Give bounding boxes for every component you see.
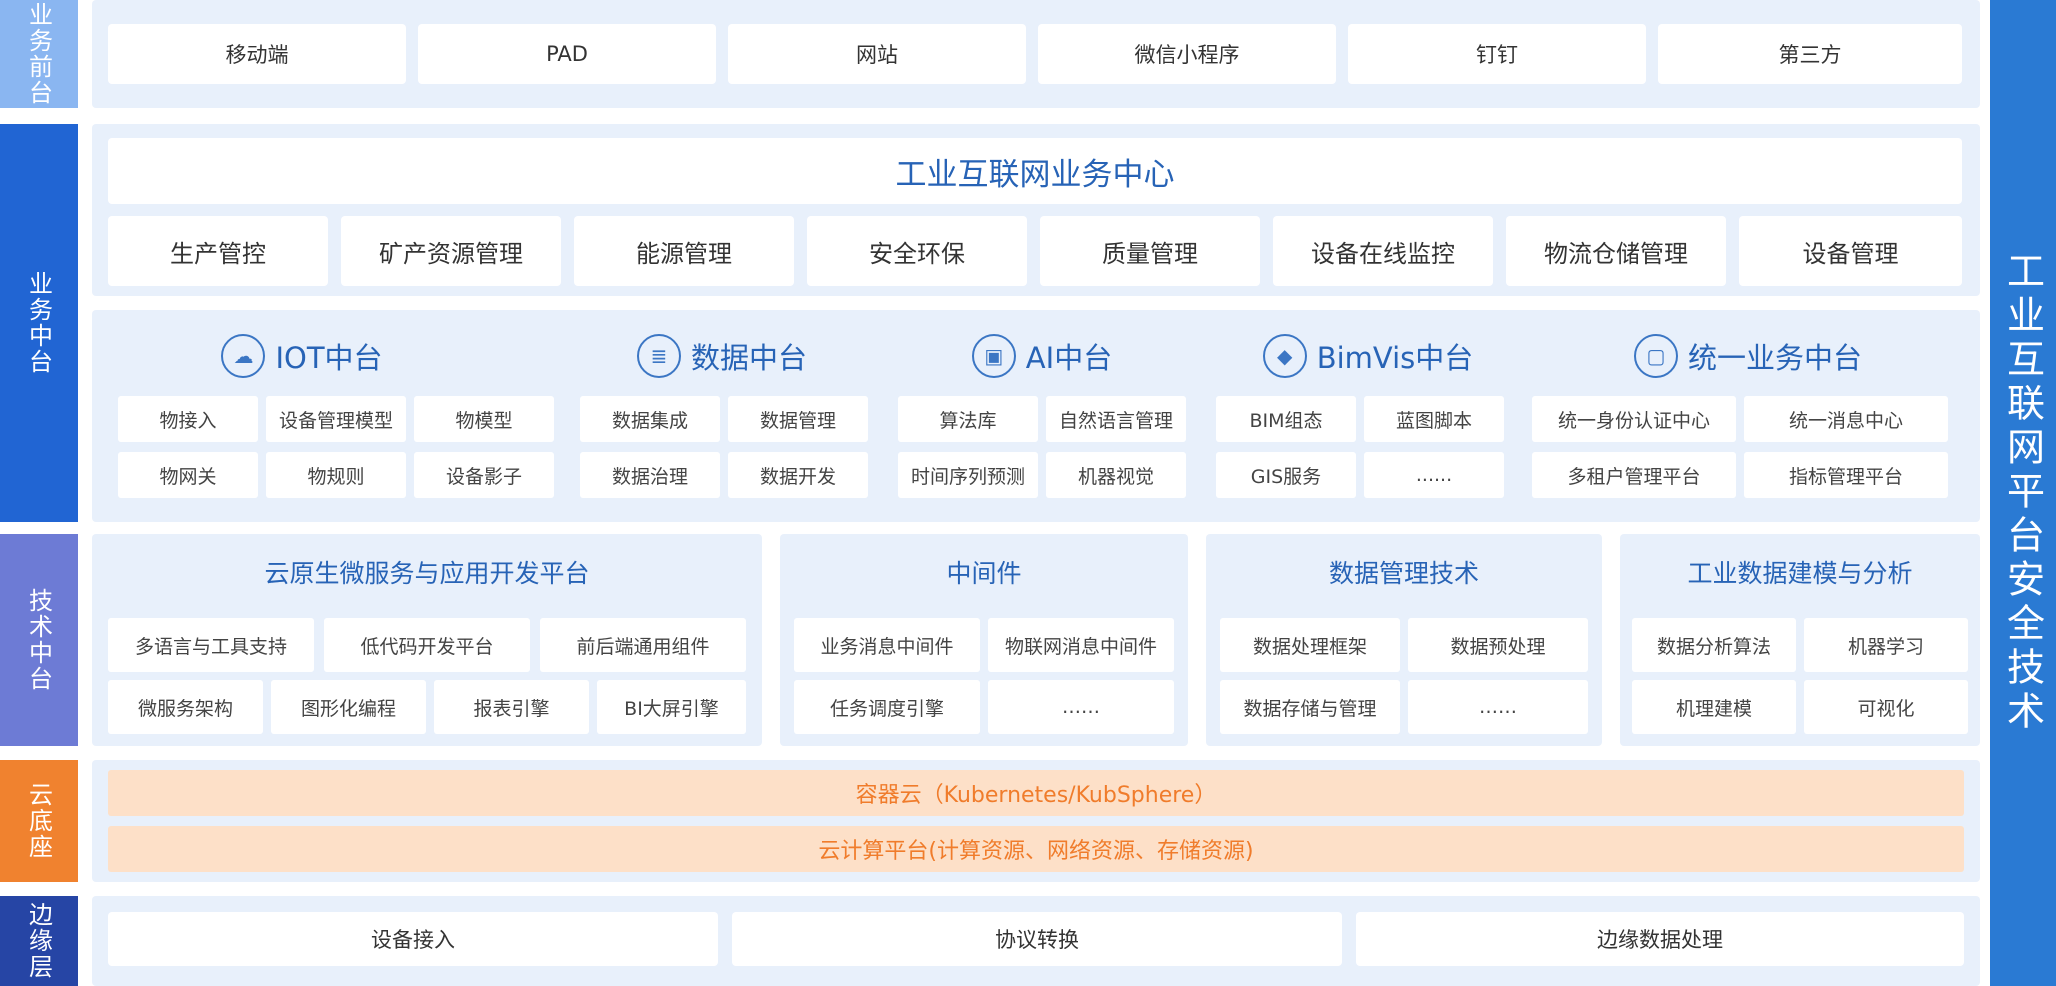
tech-cell: 图形化编程 <box>271 680 426 734</box>
platform-title: IOT中台 <box>275 341 383 375</box>
platform-cell: 算法库 <box>898 396 1038 442</box>
tech-cell: 可视化 <box>1804 680 1968 734</box>
platform-cell: 多租户管理平台 <box>1532 452 1736 498</box>
layer-label-middle: 业务中台 <box>0 124 78 522</box>
platform-title: BimVis中台 <box>1316 341 1474 375</box>
layer-label-cloud: 云底座 <box>0 760 78 882</box>
platform-title: AI中台 <box>1025 341 1113 375</box>
platform-cell: 数据管理 <box>728 396 868 442</box>
tech-section-modeling: 工业数据建模与分析 数据分析算法 机器学习 机理建模 可视化 <box>1620 534 1980 746</box>
tech-cell: 报表引擎 <box>434 680 589 734</box>
cube-icon: ◆ <box>1262 334 1307 378</box>
biz-item: 能源管理 <box>574 216 794 286</box>
layer-label-tech: 技术中台 <box>0 534 78 746</box>
tech-cell: 多语言与工具支持 <box>108 618 314 672</box>
edge-item: 边缘数据处理 <box>1356 912 1964 966</box>
layer-label-front: 业务前台 <box>0 0 78 108</box>
tech-cell: 任务调度引擎 <box>794 680 980 734</box>
front-item: 钉钉 <box>1348 24 1646 84</box>
platform-header-unified: ▢ 统一业务中台 <box>1532 332 1964 380</box>
tech-cell: …… <box>988 680 1174 734</box>
biz-item: 质量管理 <box>1040 216 1260 286</box>
front-item: PAD <box>418 24 716 84</box>
biz-item: 物流仓储管理 <box>1506 216 1726 286</box>
tech-cell: 微服务架构 <box>108 680 263 734</box>
platform-cell: 自然语言管理 <box>1046 396 1186 442</box>
tech-cell: 物联网消息中间件 <box>988 618 1174 672</box>
biz-item: 矿产资源管理 <box>341 216 561 286</box>
layer-label-edge: 边缘层 <box>0 896 78 986</box>
platform-cell: GIS服务 <box>1216 452 1356 498</box>
tech-section-title: 中间件 <box>946 559 1022 588</box>
edge-item: 设备接入 <box>108 912 718 966</box>
database-icon: ≣ <box>636 334 681 378</box>
platform-cell: 数据治理 <box>580 452 720 498</box>
platform-title: 数据中台 <box>690 341 807 375</box>
tech-cell: 数据分析算法 <box>1632 618 1796 672</box>
cloud-device-icon: ☁ <box>221 334 266 378</box>
platform-cell: 统一身份认证中心 <box>1532 396 1736 442</box>
platform-cell: 时间序列预测 <box>898 452 1038 498</box>
tech-cell: …… <box>1408 680 1588 734</box>
tech-section-cloud-native: 云原生微服务与应用开发平台 多语言与工具支持 低代码开发平台 前后端通用组件 微… <box>92 534 762 746</box>
platform-cell: ...... <box>1364 452 1504 498</box>
chip-icon: ▣ <box>971 334 1016 378</box>
cloud-band: 容器云（Kubernetes/KubSphere） 云计算平台(计算资源、网络资… <box>92 760 1980 882</box>
platform-header-iot: ☁ IOT中台 <box>92 332 512 380</box>
platform-cell: 物接入 <box>118 396 258 442</box>
platform-cell: 设备管理模型 <box>266 396 406 442</box>
platform-cell: 设备影子 <box>414 452 554 498</box>
platform-header-bimvis: ◆ BimVis中台 <box>1208 332 1528 380</box>
tech-section-title: 云原生微服务与应用开发平台 <box>264 559 590 588</box>
platform-cell: 物模型 <box>414 396 554 442</box>
tech-cell: 低代码开发平台 <box>324 618 530 672</box>
platforms-band: ☁ IOT中台 物接入 设备管理模型 物模型 物网关 物规则 设备影子 ≣ 数据… <box>92 310 1980 522</box>
biz-item: 安全环保 <box>807 216 1027 286</box>
platform-cell: 物规则 <box>266 452 406 498</box>
tech-cell: 业务消息中间件 <box>794 618 980 672</box>
biz-item: 生产管控 <box>108 216 328 286</box>
edge-item: 协议转换 <box>732 912 1342 966</box>
front-item: 移动端 <box>108 24 406 84</box>
biz-center-title: 工业互联网业务中心 <box>108 138 1962 204</box>
platform-header-ai: ▣ AI中台 <box>892 332 1192 380</box>
tech-cell: 数据存储与管理 <box>1220 680 1400 734</box>
front-item: 微信小程序 <box>1038 24 1336 84</box>
edge-band: 设备接入 协议转换 边缘数据处理 <box>92 896 1980 986</box>
tech-cell: BI大屏引擎 <box>597 680 746 734</box>
tech-section-title: 数据管理技术 <box>1328 559 1479 588</box>
tech-section-data-mgmt: 数据管理技术 数据处理框架 数据预处理 数据存储与管理 …… <box>1206 534 1602 746</box>
tech-cell: 前后端通用组件 <box>540 618 746 672</box>
front-item: 第三方 <box>1658 24 1962 84</box>
platform-cell: 统一消息中心 <box>1744 396 1948 442</box>
platform-title: 统一业务中台 <box>1687 341 1862 375</box>
tech-section-middleware: 中间件 业务消息中间件 物联网消息中间件 任务调度引擎 …… <box>780 534 1188 746</box>
tech-cell: 机理建模 <box>1632 680 1796 734</box>
platform-cell: 数据开发 <box>728 452 868 498</box>
tech-cell: 机器学习 <box>1804 618 1968 672</box>
cloud-computing-row: 云计算平台(计算资源、网络资源、存储资源) <box>108 826 1964 872</box>
tech-cell: 数据预处理 <box>1408 618 1588 672</box>
platform-cell: 指标管理平台 <box>1744 452 1948 498</box>
platform-cell: 蓝图脚本 <box>1364 396 1504 442</box>
platform-cell: 数据集成 <box>580 396 720 442</box>
biz-center-band: 工业互联网业务中心 生产管控 矿产资源管理 能源管理 安全环保 质量管理 设备在… <box>92 124 1980 296</box>
security-bar: 工业互联网平台安全技术 <box>1990 0 2056 986</box>
platform-header-data: ≣ 数据中台 <box>572 332 872 380</box>
monitor-icon: ▢ <box>1633 334 1678 378</box>
container-cloud-row: 容器云（Kubernetes/KubSphere） <box>108 770 1964 816</box>
platform-cell: BIM组态 <box>1216 396 1356 442</box>
tech-cell: 数据处理框架 <box>1220 618 1400 672</box>
front-item: 网站 <box>728 24 1026 84</box>
front-band: 移动端 PAD 网站 微信小程序 钉钉 第三方 <box>92 0 1980 108</box>
biz-item: 设备管理 <box>1739 216 1962 286</box>
platform-cell: 物网关 <box>118 452 258 498</box>
biz-item: 设备在线监控 <box>1273 216 1493 286</box>
platform-cell: 机器视觉 <box>1046 452 1186 498</box>
tech-section-title: 工业数据建模与分析 <box>1687 559 1913 588</box>
